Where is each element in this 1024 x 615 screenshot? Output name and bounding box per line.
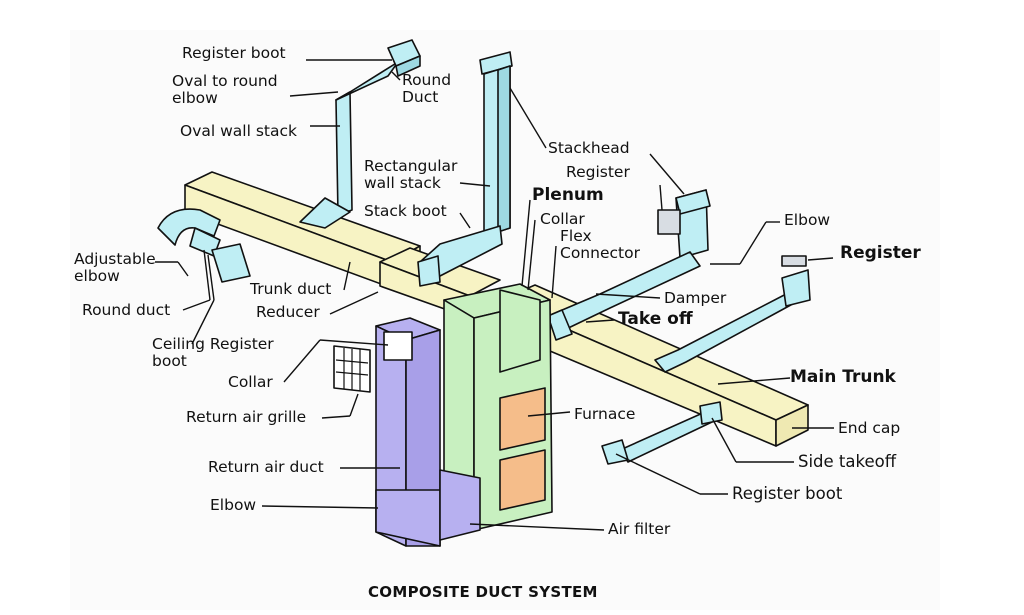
right-branch-duct: [654, 255, 811, 373]
rectangular-wall-stack: [417, 51, 513, 287]
return-air-grille: [333, 345, 371, 393]
stackhead-register-grille: [657, 209, 681, 235]
label-register-top: Register: [566, 163, 630, 181]
diagram-caption: COMPOSITE DUCT SYSTEM: [368, 583, 598, 601]
label-elbow-right: Elbow: [784, 211, 831, 229]
label-rectangular-wall-stack: Rectangular wall stack: [364, 157, 458, 192]
label-round-duct-top: Round Duct: [402, 71, 452, 106]
furnace-cabinet: [443, 283, 553, 531]
left-round-duct: [157, 208, 251, 283]
label-stackhead: Stackhead: [548, 139, 630, 157]
label-trunk-duct: Trunk duct: [250, 280, 332, 298]
label-flex-connector: Flex Connector: [560, 227, 640, 262]
label-plenum: Plenum: [532, 185, 604, 205]
left-trunk-duct: [184, 171, 421, 289]
right-register-grille: [781, 255, 807, 267]
label-adjustable-elbow: Adjustable elbow: [74, 250, 156, 285]
label-damper: Damper: [664, 289, 727, 307]
label-side-takeoff: Side takeoff: [798, 452, 897, 471]
label-round-duct-left: Round duct: [82, 301, 171, 319]
label-ceiling-register-boot: Ceiling Register boot: [152, 335, 274, 370]
label-furnace: Furnace: [574, 405, 636, 423]
stackhead-duct: [547, 189, 711, 341]
label-take-off: Take off: [618, 309, 693, 329]
label-collar-top: Collar: [540, 210, 585, 228]
oval-wall-stack: [299, 39, 421, 229]
label-air-filter: Air filter: [608, 520, 671, 538]
leader-lines: [155, 59, 834, 531]
label-register-boot-bottom: Register boot: [732, 484, 843, 503]
label-reducer: Reducer: [256, 303, 320, 321]
label-elbow-bottom: Elbow: [210, 496, 257, 514]
label-return-air-grille: Return air grille: [186, 408, 307, 426]
label-main-trunk: Main Trunk: [790, 367, 896, 387]
return-air-duct: [375, 317, 441, 547]
label-oval-wall-stack: Oval wall stack: [180, 122, 297, 140]
return-collar: [383, 331, 413, 361]
label-register-boot-top: Register boot: [182, 44, 286, 62]
air-filter-box: [439, 469, 481, 541]
label-register-right: Register: [840, 243, 921, 263]
label-end-cap: End cap: [838, 419, 901, 437]
furnace-panel-lower: [499, 449, 546, 511]
side-takeoff-duct: [601, 401, 723, 465]
label-return-air-duct: Return air duct: [208, 458, 324, 476]
label-oval-to-round-elbow: Oval to round elbow: [172, 72, 278, 107]
label-collar-left: Collar: [228, 373, 273, 391]
label-stack-boot: Stack boot: [364, 202, 447, 220]
furnace-panel-upper: [499, 387, 546, 451]
